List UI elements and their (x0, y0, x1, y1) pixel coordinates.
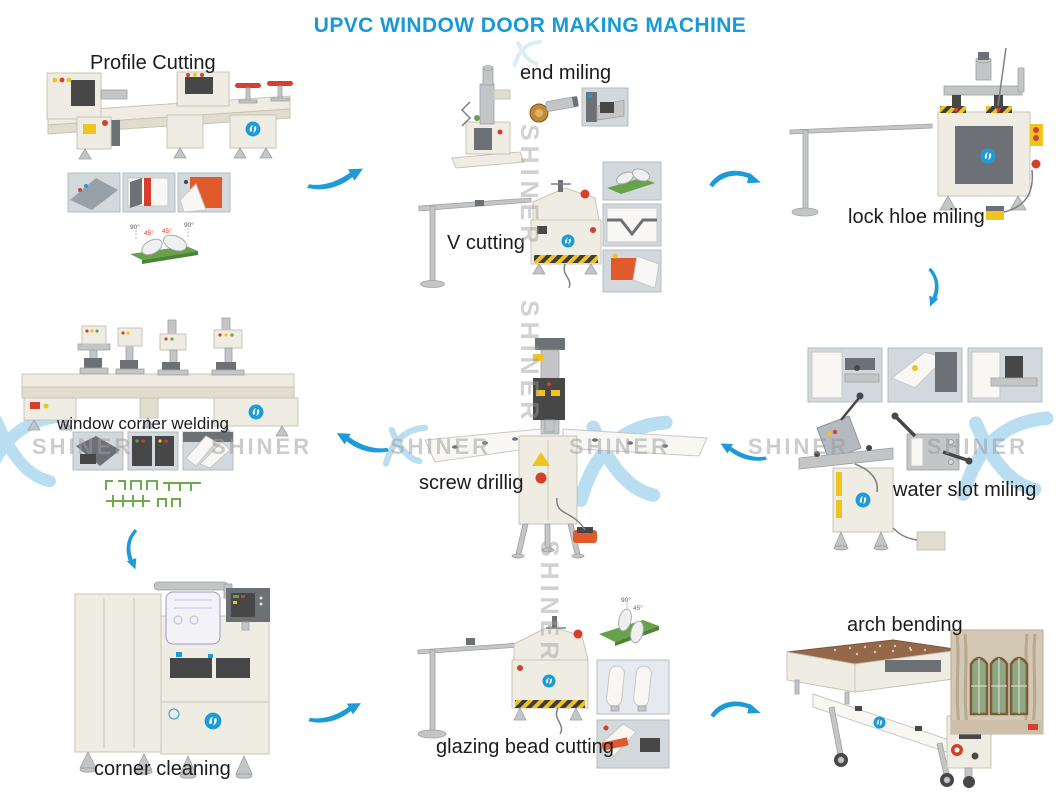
cutting-angle-diagram: 90° 45° 45° 90° (130, 221, 198, 264)
cutting-angle-diagram: 90° 45° (599, 596, 659, 646)
detail-photos (807, 347, 1043, 403)
station-screw-drilling: screw drillig (405, 332, 723, 564)
profile-sample (545, 96, 579, 112)
station-lock-hole-milling: lock hloe miling (789, 47, 1058, 263)
lock-hole-milling-illustration (789, 47, 1043, 220)
flow-arrow-4-icon (715, 439, 771, 462)
water-slot-milling-label: water slot miling (893, 479, 1037, 501)
v-cutting-illustration (418, 161, 662, 293)
screw-drilling-illustration (424, 338, 708, 559)
welding-head (211, 317, 245, 376)
flow-arrow-6-icon (121, 520, 148, 580)
window-photo (950, 629, 1044, 735)
milling-cutter (529, 103, 549, 123)
profile-cutting-label: Profile Cutting (90, 52, 216, 74)
machine (21, 317, 299, 437)
station-glazing-bead-cutting: glazing bead cutting (408, 588, 673, 795)
detail-photos: 90° 45° (596, 596, 670, 769)
station-arch-bending: arch bending (765, 598, 1060, 795)
angle-label: 90° (184, 221, 194, 229)
clamp-detail (891, 412, 973, 471)
arch-bending-illustration (786, 629, 1044, 788)
support-stools (235, 81, 293, 104)
machine (46, 71, 293, 160)
station-window-corner-welding: window corner welding (20, 317, 312, 520)
angle-label: 45° (144, 229, 154, 237)
flow-arrow-1-icon (306, 163, 366, 191)
end-milling-label: end miling (520, 62, 612, 84)
machine (424, 338, 708, 559)
welded-frame-diagram (105, 480, 201, 507)
machine (798, 392, 946, 551)
welding-head (77, 325, 111, 375)
station-corner-cleaning: corner cleaning (58, 562, 336, 795)
angle-label: 45° (162, 227, 172, 235)
detail-photos (602, 161, 662, 293)
station-water-slot-milling: water slot miling (795, 338, 1053, 566)
detail-photo (581, 87, 629, 127)
water-slot-milling-illustration (798, 347, 1043, 551)
glazing-bead-cutting-label: glazing bead cutting (436, 736, 614, 758)
flow-arrow-5-icon (334, 428, 390, 454)
corner-cleaning-illustration (74, 581, 270, 779)
station-profile-cutting: Profile Cutting (40, 50, 310, 285)
v-cutting-label: V cutting (447, 232, 525, 254)
machine (418, 180, 602, 289)
flow-arrow-7-icon (307, 698, 364, 724)
station-v-cutting: V cutting (415, 160, 665, 295)
machine (74, 581, 270, 779)
detail-photos (72, 431, 234, 471)
flow-arrow-2-icon (707, 165, 765, 192)
window-corner-welding-illustration (21, 317, 299, 507)
station-end-milling: end miling (440, 58, 640, 170)
foot-pedal (556, 497, 597, 543)
flow-arrow-8-icon (708, 696, 765, 722)
corner-cleaning-label: corner cleaning (94, 758, 231, 780)
angle-label: 90° (621, 596, 631, 604)
angle-label: 45° (633, 604, 643, 612)
angle-label: 90° (130, 223, 140, 231)
lock-hole-milling-label: lock hloe miling (848, 206, 985, 228)
machine (789, 47, 1043, 217)
profile-cutting-illustration: 90° 45° 45° 90° (46, 71, 293, 264)
end-milling-illustration (451, 65, 629, 169)
detail-photos (67, 172, 231, 213)
arch-bending-label: arch bending (847, 614, 963, 636)
machine (417, 616, 589, 739)
welding-head (115, 327, 145, 375)
welding-head (157, 319, 189, 376)
foot-pedal (986, 169, 1034, 220)
page-title: UPVC WINDOW DOOR MAKING MACHINE (313, 14, 747, 37)
screw-drilling-label: screw drillig (419, 472, 524, 494)
window-corner-welding-label: window corner welding (57, 414, 229, 433)
glazing-bead-cutting-illustration: 90° 45° (417, 596, 670, 769)
machine (451, 65, 525, 169)
flow-arrow-3-icon (918, 258, 944, 318)
